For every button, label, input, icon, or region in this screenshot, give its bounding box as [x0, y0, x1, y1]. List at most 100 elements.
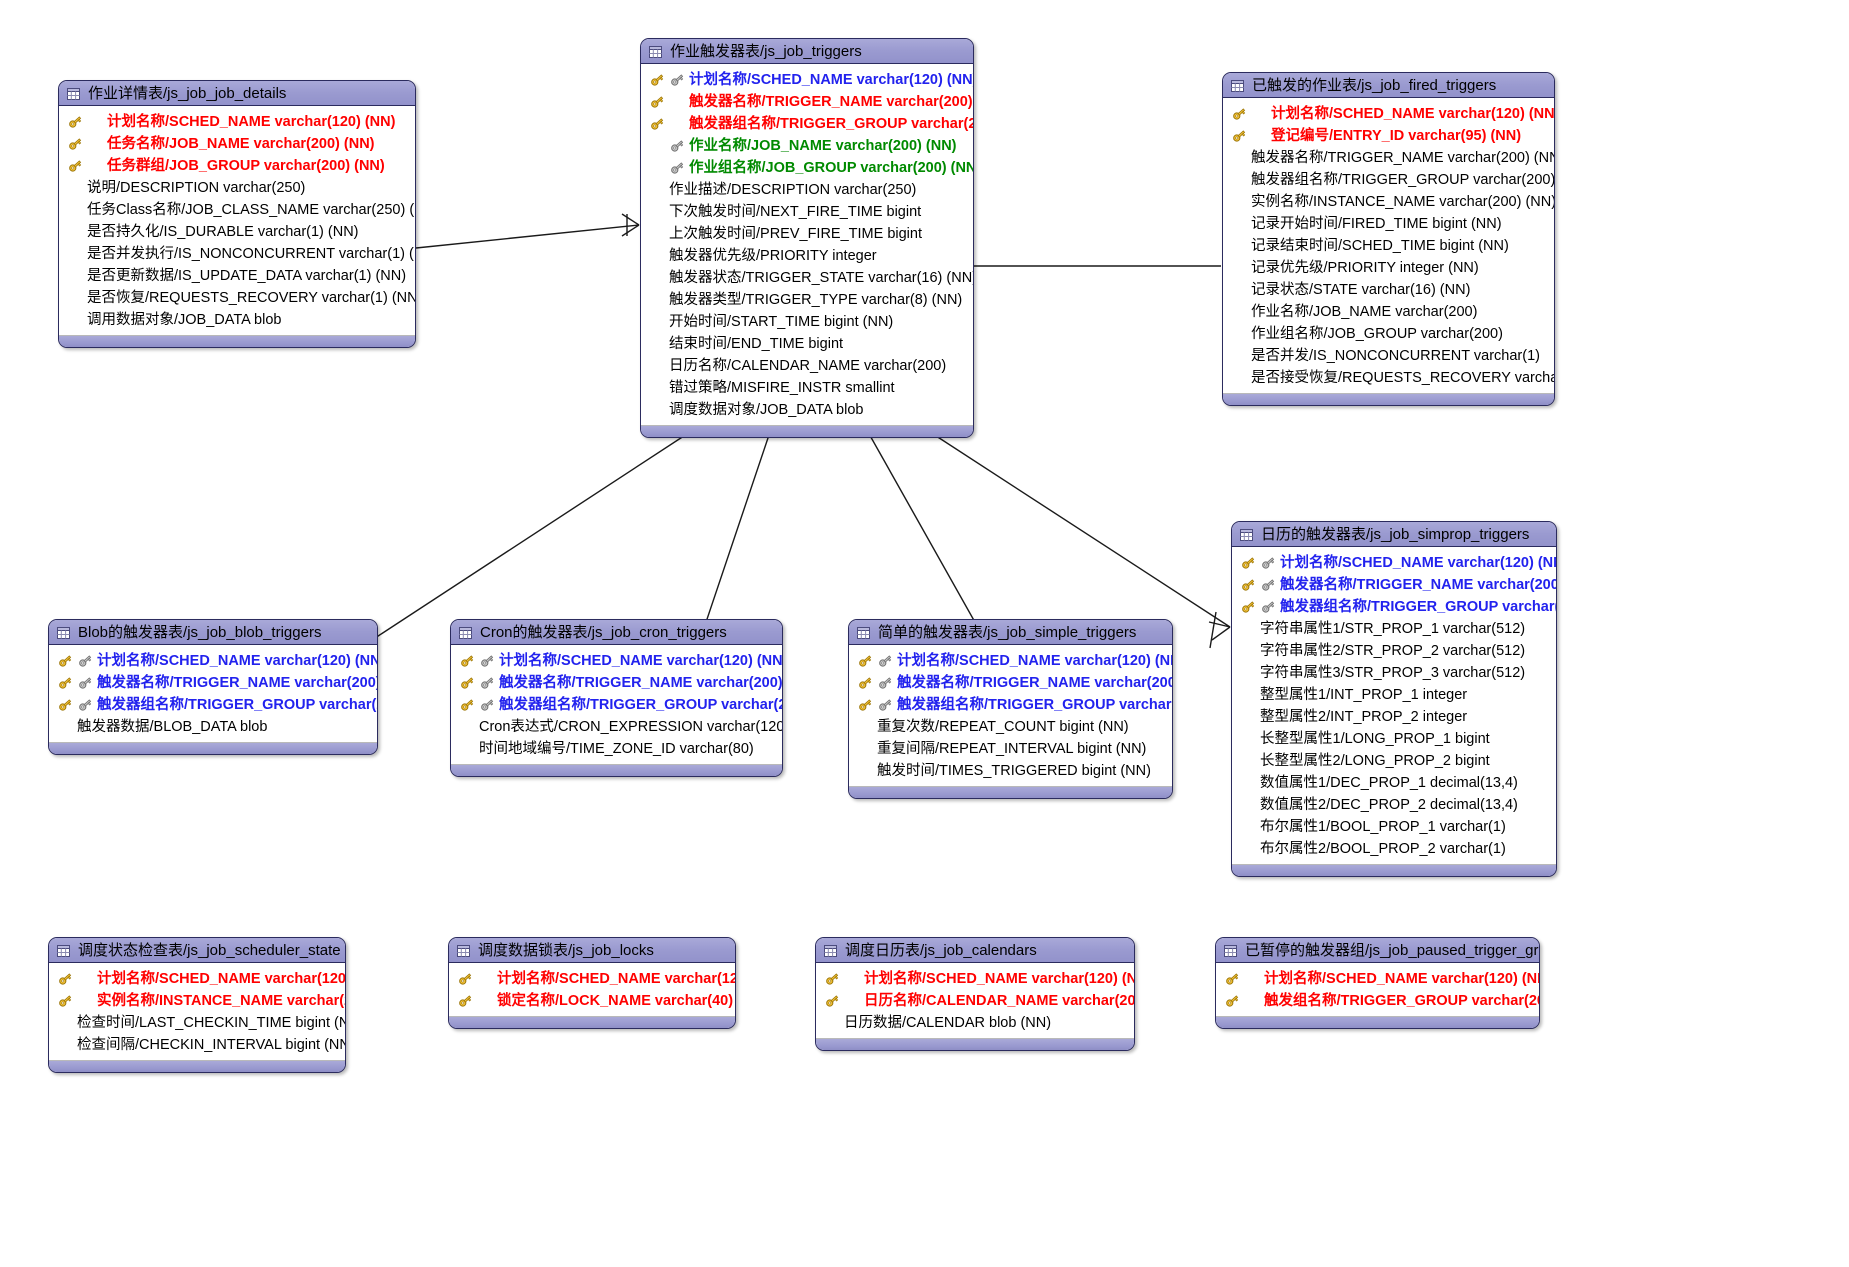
attribute-job_triggers-10[interactable]: 触发器类型/TRIGGER_TYPE varchar(8) (NN) [641, 289, 973, 311]
entity-job_details[interactable]: 作业详情表/js_job_job_details 计划名称/SCHED_NAME… [58, 80, 416, 348]
attribute-job_triggers-2[interactable]: 触发器组名称/TRIGGER_GROUP varchar(200) (NN) [641, 113, 973, 135]
attribute-job_details-5[interactable]: 是否持久化/IS_DURABLE varchar(1) (NN) [59, 221, 415, 243]
attribute-paused_trigger_grps-1[interactable]: 触发组名称/TRIGGER_GROUP varchar(200) (NN) [1216, 990, 1539, 1012]
attribute-cron_triggers-3[interactable]: Cron表达式/CRON_EXPRESSION varchar(120) (NN… [451, 716, 782, 738]
attribute-job_triggers-4[interactable]: 作业组名称/JOB_GROUP varchar(200) (NN) [641, 157, 973, 179]
attribute-job_triggers-1[interactable]: 触发器名称/TRIGGER_NAME varchar(200) (NN) [641, 91, 973, 113]
attribute-job_details-2[interactable]: 任务群组/JOB_GROUP varchar(200) (NN) [59, 155, 415, 177]
entity-header-job_triggers[interactable]: 作业触发器表/js_job_triggers [641, 39, 973, 64]
attribute-blob_triggers-1[interactable]: 触发器名称/TRIGGER_NAME varchar(200) (NN) [49, 672, 377, 694]
entity-locks[interactable]: 调度数据锁表/js_job_locks 计划名称/SCHED_NAME varc… [448, 937, 736, 1029]
attribute-simple_triggers-4[interactable]: 重复间隔/REPEAT_INTERVAL bigint (NN) [849, 738, 1172, 760]
entity-header-simprop_triggers[interactable]: 日历的触发器表/js_job_simprop_triggers [1232, 522, 1556, 547]
attribute-simprop_triggers-5[interactable]: 字符串属性3/STR_PROP_3 varchar(512) [1232, 662, 1556, 684]
attribute-job_triggers-3[interactable]: 作业名称/JOB_NAME varchar(200) (NN) [641, 135, 973, 157]
attribute-fired_triggers-6[interactable]: 记录结束时间/SCHED_TIME bigint (NN) [1223, 235, 1554, 257]
attribute-scheduler_state-3[interactable]: 检查间隔/CHECKIN_INTERVAL bigint (NN) [49, 1034, 345, 1056]
attribute-job_details-9[interactable]: 调用数据对象/JOB_DATA blob [59, 309, 415, 331]
attribute-blob_triggers-0[interactable]: 计划名称/SCHED_NAME varchar(120) (NN) [49, 650, 377, 672]
attribute-calendars-0[interactable]: 计划名称/SCHED_NAME varchar(120) (NN) [816, 968, 1134, 990]
attribute-job_details-0[interactable]: 计划名称/SCHED_NAME varchar(120) (NN) [59, 111, 415, 133]
attribute-simprop_triggers-8[interactable]: 长整型属性1/LONG_PROP_1 bigint [1232, 728, 1556, 750]
attribute-calendars-1[interactable]: 日历名称/CALENDAR_NAME varchar(200) (NN) [816, 990, 1134, 1012]
attribute-blob_triggers-3[interactable]: 触发器数据/BLOB_DATA blob [49, 716, 377, 738]
entity-header-locks[interactable]: 调度数据锁表/js_job_locks [449, 938, 735, 963]
attribute-simprop_triggers-0[interactable]: 计划名称/SCHED_NAME varchar(120) (NN) [1232, 552, 1556, 574]
entity-header-scheduler_state[interactable]: 调度状态检查表/js_job_scheduler_state [49, 938, 345, 963]
attribute-cron_triggers-1[interactable]: 触发器名称/TRIGGER_NAME varchar(200) (NN) [451, 672, 782, 694]
attribute-simprop_triggers-10[interactable]: 数值属性1/DEC_PROP_1 decimal(13,4) [1232, 772, 1556, 794]
entity-calendars[interactable]: 调度日历表/js_job_calendars 计划名称/SCHED_NAME v… [815, 937, 1135, 1051]
attribute-fired_triggers-10[interactable]: 作业组名称/JOB_GROUP varchar(200) [1223, 323, 1554, 345]
attribute-job_details-6[interactable]: 是否并发执行/IS_NONCONCURRENT varchar(1) (NN) [59, 243, 415, 265]
attribute-calendars-2[interactable]: 日历数据/CALENDAR blob (NN) [816, 1012, 1134, 1034]
attribute-fired_triggers-1[interactable]: 登记编号/ENTRY_ID varchar(95) (NN) [1223, 125, 1554, 147]
attribute-scheduler_state-2[interactable]: 检查时间/LAST_CHECKIN_TIME bigint (NN) [49, 1012, 345, 1034]
attribute-job_details-1[interactable]: 任务名称/JOB_NAME varchar(200) (NN) [59, 133, 415, 155]
entity-paused_trigger_grps[interactable]: 已暂停的触发器组/js_job_paused_trigger_grps 计划名称… [1215, 937, 1540, 1029]
attribute-fired_triggers-11[interactable]: 是否并发/IS_NONCONCURRENT varchar(1) [1223, 345, 1554, 367]
attribute-job_triggers-5[interactable]: 作业描述/DESCRIPTION varchar(250) [641, 179, 973, 201]
attribute-job_details-3[interactable]: 说明/DESCRIPTION varchar(250) [59, 177, 415, 199]
attribute-fired_triggers-12[interactable]: 是否接受恢复/REQUESTS_RECOVERY varchar(1) [1223, 367, 1554, 389]
entity-scheduler_state[interactable]: 调度状态检查表/js_job_scheduler_state 计划名称/SCHE… [48, 937, 346, 1073]
attribute-cron_triggers-4[interactable]: 时间地域编号/TIME_ZONE_ID varchar(80) [451, 738, 782, 760]
entity-header-blob_triggers[interactable]: Blob的触发器表/js_job_blob_triggers [49, 620, 377, 645]
attribute-locks-0[interactable]: 计划名称/SCHED_NAME varchar(120) (NN) [449, 968, 735, 990]
attribute-fired_triggers-5[interactable]: 记录开始时间/FIRED_TIME bigint (NN) [1223, 213, 1554, 235]
attribute-job_triggers-0[interactable]: 计划名称/SCHED_NAME varchar(120) (NN) [641, 69, 973, 91]
attribute-scheduler_state-1[interactable]: 实例名称/INSTANCE_NAME varchar(200) (NN) [49, 990, 345, 1012]
attribute-job_triggers-9[interactable]: 触发器状态/TRIGGER_STATE varchar(16) (NN) [641, 267, 973, 289]
attribute-job_details-7[interactable]: 是否更新数据/IS_UPDATE_DATA varchar(1) (NN) [59, 265, 415, 287]
attribute-simprop_triggers-13[interactable]: 布尔属性2/BOOL_PROP_2 varchar(1) [1232, 838, 1556, 860]
attribute-cron_triggers-0[interactable]: 计划名称/SCHED_NAME varchar(120) (NN) [451, 650, 782, 672]
attribute-simprop_triggers-11[interactable]: 数值属性2/DEC_PROP_2 decimal(13,4) [1232, 794, 1556, 816]
attribute-fired_triggers-4[interactable]: 实例名称/INSTANCE_NAME varchar(200) (NN) [1223, 191, 1554, 213]
attribute-job_triggers-14[interactable]: 错过策略/MISFIRE_INSTR smallint [641, 377, 973, 399]
attribute-job_triggers-7[interactable]: 上次触发时间/PREV_FIRE_TIME bigint [641, 223, 973, 245]
entity-header-cron_triggers[interactable]: Cron的触发器表/js_job_cron_triggers [451, 620, 782, 645]
entity-cron_triggers[interactable]: Cron的触发器表/js_job_cron_triggers 计划名称/SCHE… [450, 619, 783, 777]
attribute-job_triggers-11[interactable]: 开始时间/START_TIME bigint (NN) [641, 311, 973, 333]
attribute-blob_triggers-2[interactable]: 触发器组名称/TRIGGER_GROUP varchar(200) (NN) [49, 694, 377, 716]
attribute-simple_triggers-3[interactable]: 重复次数/REPEAT_COUNT bigint (NN) [849, 716, 1172, 738]
attribute-simprop_triggers-1[interactable]: 触发器名称/TRIGGER_NAME varchar(200) (NN) [1232, 574, 1556, 596]
attribute-fired_triggers-8[interactable]: 记录状态/STATE varchar(16) (NN) [1223, 279, 1554, 301]
attribute-scheduler_state-0[interactable]: 计划名称/SCHED_NAME varchar(120) (NN) [49, 968, 345, 990]
attribute-simprop_triggers-7[interactable]: 整型属性2/INT_PROP_2 integer [1232, 706, 1556, 728]
attribute-simprop_triggers-6[interactable]: 整型属性1/INT_PROP_1 integer [1232, 684, 1556, 706]
attribute-fired_triggers-0[interactable]: 计划名称/SCHED_NAME varchar(120) (NN) [1223, 103, 1554, 125]
attribute-simprop_triggers-9[interactable]: 长整型属性2/LONG_PROP_2 bigint [1232, 750, 1556, 772]
entity-header-simple_triggers[interactable]: 简单的触发器表/js_job_simple_triggers [849, 620, 1172, 645]
entity-header-paused_trigger_grps[interactable]: 已暂停的触发器组/js_job_paused_trigger_grps [1216, 938, 1539, 963]
attribute-job_triggers-15[interactable]: 调度数据对象/JOB_DATA blob [641, 399, 973, 421]
entity-simprop_triggers[interactable]: 日历的触发器表/js_job_simprop_triggers 计划名称/SCH… [1231, 521, 1557, 877]
attribute-fired_triggers-3[interactable]: 触发器组名称/TRIGGER_GROUP varchar(200) (NN) [1223, 169, 1554, 191]
entity-fired_triggers[interactable]: 已触发的作业表/js_job_fired_triggers 计划名称/SCHED… [1222, 72, 1555, 406]
attribute-job_details-8[interactable]: 是否恢复/REQUESTS_RECOVERY varchar(1) (NN) [59, 287, 415, 309]
attribute-fired_triggers-9[interactable]: 作业名称/JOB_NAME varchar(200) [1223, 301, 1554, 323]
attribute-simple_triggers-2[interactable]: 触发器组名称/TRIGGER_GROUP varchar(200) (NN) [849, 694, 1172, 716]
attribute-job_triggers-13[interactable]: 日历名称/CALENDAR_NAME varchar(200) [641, 355, 973, 377]
entity-header-job_details[interactable]: 作业详情表/js_job_job_details [59, 81, 415, 106]
attribute-paused_trigger_grps-0[interactable]: 计划名称/SCHED_NAME varchar(120) (NN) [1216, 968, 1539, 990]
entity-header-fired_triggers[interactable]: 已触发的作业表/js_job_fired_triggers [1223, 73, 1554, 98]
attribute-cron_triggers-2[interactable]: 触发器组名称/TRIGGER_GROUP varchar(200) (NN) [451, 694, 782, 716]
attribute-simple_triggers-5[interactable]: 触发时间/TIMES_TRIGGERED bigint (NN) [849, 760, 1172, 782]
attribute-fired_triggers-7[interactable]: 记录优先级/PRIORITY integer (NN) [1223, 257, 1554, 279]
entity-simple_triggers[interactable]: 简单的触发器表/js_job_simple_triggers 计划名称/SCHE… [848, 619, 1173, 799]
attribute-job_triggers-12[interactable]: 结束时间/END_TIME bigint [641, 333, 973, 355]
attribute-simple_triggers-1[interactable]: 触发器名称/TRIGGER_NAME varchar(200) (NN) [849, 672, 1172, 694]
attribute-simprop_triggers-2[interactable]: 触发器组名称/TRIGGER_GROUP varchar(200) (NN) [1232, 596, 1556, 618]
entity-job_triggers[interactable]: 作业触发器表/js_job_triggers 计划名称/SCHED_NAME v… [640, 38, 974, 438]
attribute-job_details-4[interactable]: 任务Class名称/JOB_CLASS_NAME varchar(250) (N… [59, 199, 415, 221]
entity-blob_triggers[interactable]: Blob的触发器表/js_job_blob_triggers 计划名称/SCHE… [48, 619, 378, 755]
attribute-simple_triggers-0[interactable]: 计划名称/SCHED_NAME varchar(120) (NN) [849, 650, 1172, 672]
attribute-locks-1[interactable]: 锁定名称/LOCK_NAME varchar(40) (NN) [449, 990, 735, 1012]
attribute-fired_triggers-2[interactable]: 触发器名称/TRIGGER_NAME varchar(200) (NN) [1223, 147, 1554, 169]
entity-header-calendars[interactable]: 调度日历表/js_job_calendars [816, 938, 1134, 963]
attribute-job_triggers-8[interactable]: 触发器优先级/PRIORITY integer [641, 245, 973, 267]
attribute-simprop_triggers-12[interactable]: 布尔属性1/BOOL_PROP_1 varchar(1) [1232, 816, 1556, 838]
attribute-simprop_triggers-4[interactable]: 字符串属性2/STR_PROP_2 varchar(512) [1232, 640, 1556, 662]
attribute-job_triggers-6[interactable]: 下次触发时间/NEXT_FIRE_TIME bigint [641, 201, 973, 223]
